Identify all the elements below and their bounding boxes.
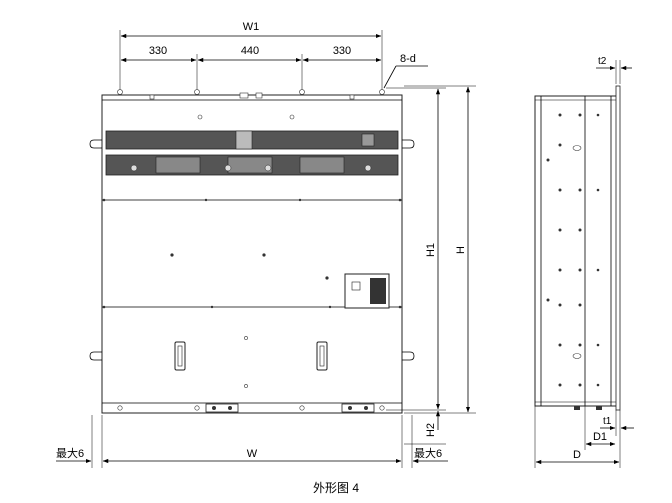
label-w: W xyxy=(247,448,258,460)
lower-fan-grille xyxy=(105,154,399,176)
upper-fan-grille xyxy=(105,130,399,150)
side-cabinet-outline xyxy=(534,95,620,407)
label-pitch-2: 440 xyxy=(241,45,259,57)
label-d1: D1 xyxy=(593,431,607,443)
dimension-pitch-row: 330 440 330 xyxy=(120,45,382,90)
label-max-right: 最大6 xyxy=(414,446,442,460)
dimension-h2: H2 xyxy=(404,410,446,445)
door-handles xyxy=(174,341,328,371)
side-view xyxy=(534,85,621,411)
label-mounting-holes: 8-d xyxy=(400,53,416,65)
dimension-d1: D1 xyxy=(584,406,616,450)
side-lifting-lugs xyxy=(89,139,415,361)
dimension-max-left: 最大6 xyxy=(56,415,93,468)
label-t1: t1 xyxy=(603,416,612,427)
label-h2: H2 xyxy=(425,423,437,437)
dimension-d: D xyxy=(534,406,621,468)
label-h1: H1 xyxy=(425,243,437,257)
figure-caption: 外形图 4 xyxy=(313,481,359,495)
label-pitch-3: 330 xyxy=(333,45,351,57)
dimension-h: H xyxy=(404,85,476,414)
control-unit xyxy=(344,273,390,309)
dimension-w: W xyxy=(101,415,403,468)
label-d: D xyxy=(573,449,581,461)
label-pitch-1: 330 xyxy=(149,45,167,57)
label-max-left: 最大6 xyxy=(56,446,84,460)
front-view xyxy=(89,89,415,414)
dimension-t2: t2 xyxy=(596,56,632,84)
leader-mounting-holes: 8-d xyxy=(383,53,428,89)
label-h: H xyxy=(455,246,467,254)
label-w1: W1 xyxy=(243,21,260,33)
dimension-w1: W1 xyxy=(119,21,383,90)
dimension-t1: t1 xyxy=(600,410,634,436)
label-t2: t2 xyxy=(598,56,607,67)
side-holes xyxy=(546,113,600,387)
bottom-terminals xyxy=(117,403,385,413)
dimension-h1: H1 xyxy=(386,87,446,411)
dimension-max-right: 最大6 xyxy=(411,415,448,468)
